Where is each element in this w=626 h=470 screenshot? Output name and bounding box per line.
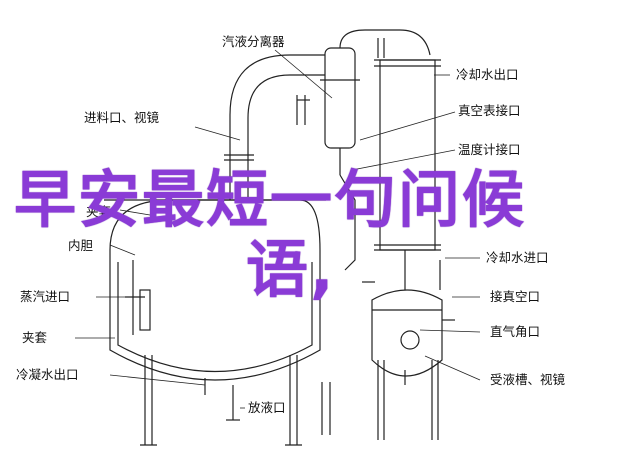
label-condensate-outlet: 冷凝水出口 (16, 367, 79, 382)
label-jacket-partial: 夹套 (86, 204, 112, 219)
leader-straight-angle-port (419, 329, 481, 333)
label-inner-liner: 内胆 (68, 238, 94, 253)
vapour-pipe (339, 29, 431, 56)
leader-receiver (424, 355, 481, 381)
leader-feed-port (194, 126, 241, 141)
leader-jacket-partial (119, 209, 151, 216)
overlay-headline: 早安最短一句问候 语, (14, 165, 624, 305)
receiver-tank (371, 289, 443, 377)
vessel-body (109, 199, 321, 381)
overlay-line-2: 语, (246, 233, 336, 306)
label-receiver-sight-glass: 受液槽、视镜 (490, 372, 566, 387)
feed-pipe (229, 54, 325, 200)
label-feed-port-sight-glass: 进料口、视镜 (84, 110, 160, 125)
label-cooling-water-outlet-1: 冷却水出口 (456, 67, 519, 82)
label-cooling-water-inlet: 冷却水进口 (486, 250, 549, 265)
leader-condensate-outlet (109, 374, 206, 386)
label-steam-inlet: 蒸汽进口 (20, 289, 71, 304)
sight-glass (400, 330, 420, 350)
leader-vacuum-gauge (359, 111, 456, 141)
steam-separator (324, 47, 356, 149)
label-jacket: 夹套 (22, 330, 48, 345)
leader-inner-liner (109, 244, 136, 256)
label-steam-separator: 汽液分离器 (222, 34, 285, 49)
label-thermometer-port: 温度计接口 (458, 142, 521, 157)
label-vacuum-port: 接真空口 (490, 289, 541, 304)
leader-thermometer (351, 149, 456, 171)
label-vacuum-gauge-port: 真空表接口 (458, 103, 521, 118)
overlay-line-1: 早安最短一句问候 (14, 163, 527, 236)
vessel-jacket (117, 262, 313, 372)
leader-steam-separator (274, 49, 333, 99)
label-discharge-port: 放液口 (248, 400, 286, 415)
label-straight-angle-port: 直气角口 (490, 324, 541, 339)
